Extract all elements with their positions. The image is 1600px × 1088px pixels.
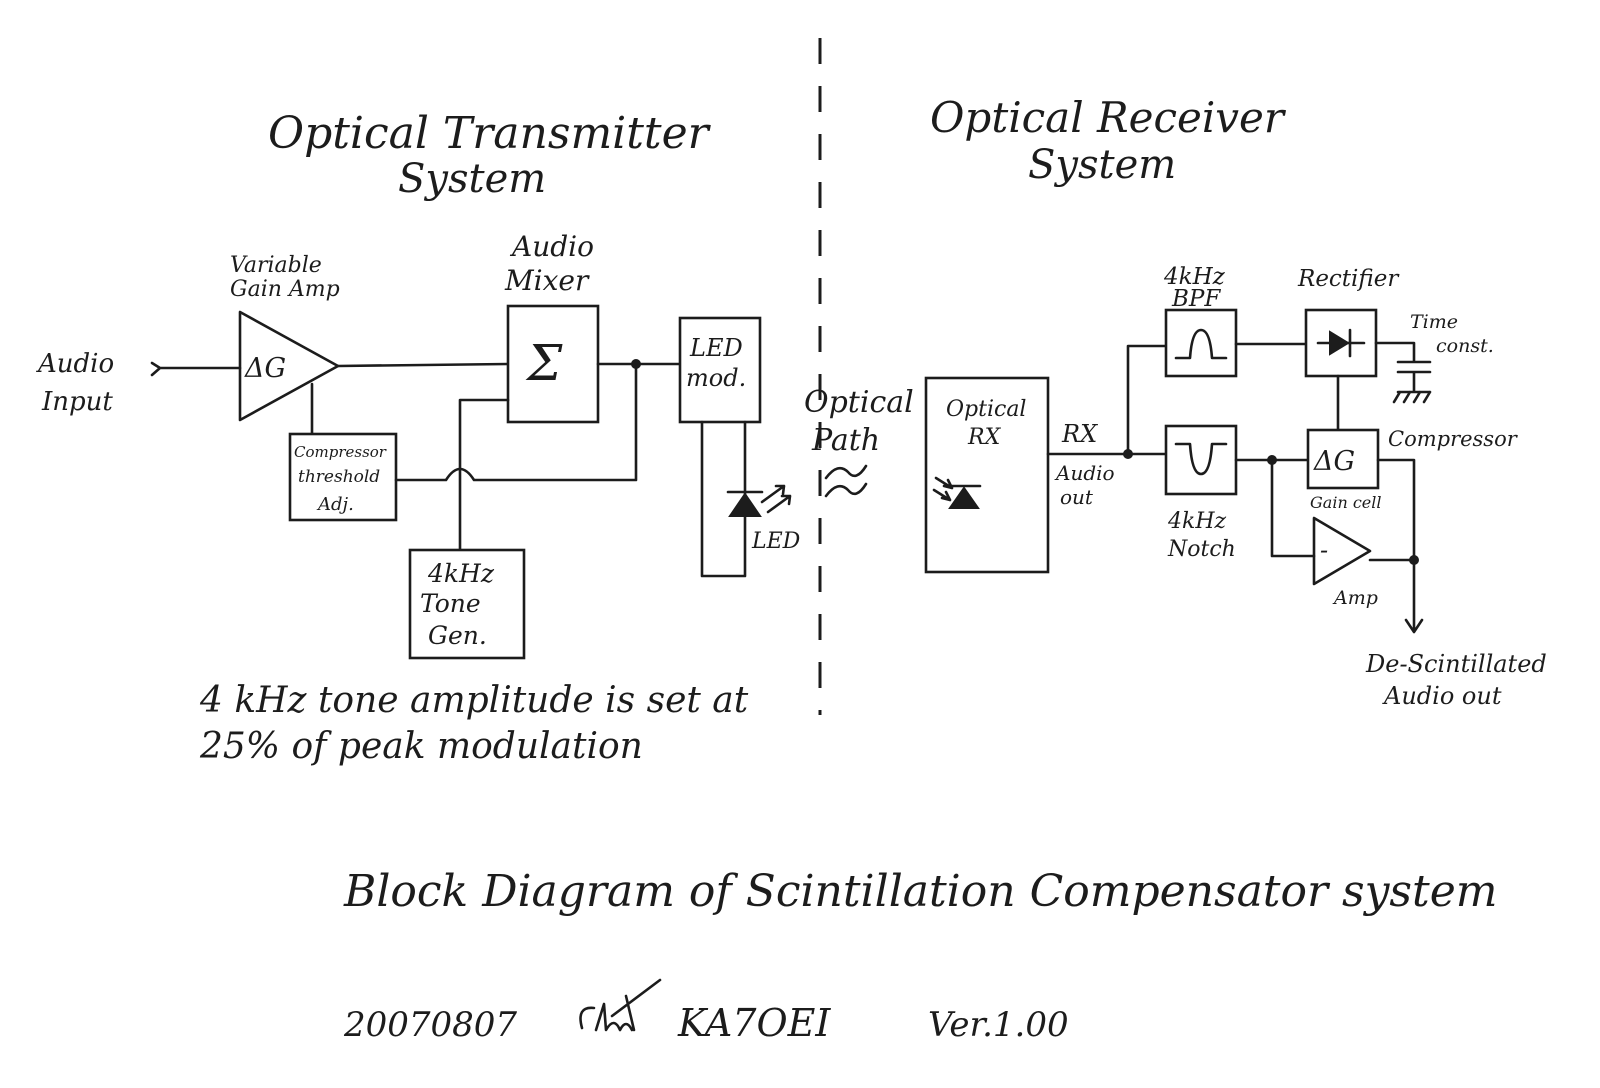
output-label-2: Audio out bbox=[1382, 682, 1502, 710]
output-arrow bbox=[1404, 558, 1424, 634]
photodiode-icon bbox=[948, 486, 980, 509]
footer-version: Ver.1.00 bbox=[928, 1005, 1069, 1045]
tone-note: 4 kHz tone amplitude is set at bbox=[199, 680, 749, 721]
receiver-compressor-label: Compressor bbox=[1388, 427, 1519, 451]
audio-mixer-box bbox=[506, 304, 600, 424]
optical-path-label-2: Path bbox=[811, 423, 880, 458]
variable-gain-amp-triangle bbox=[238, 310, 340, 422]
led-mod-label-2: mod. bbox=[686, 364, 746, 392]
transmitter-title: Optical Transmitter bbox=[268, 108, 712, 159]
mixer-symbol: Σ bbox=[525, 334, 563, 392]
amp-triangle bbox=[1312, 516, 1372, 586]
junction-dot bbox=[631, 359, 641, 369]
optical-rx-box bbox=[924, 376, 1050, 574]
bpf-box bbox=[1164, 308, 1238, 378]
bpf-label-2: BPF bbox=[1171, 286, 1221, 312]
gaincell-output-line bbox=[1376, 458, 1416, 562]
rx-label: RX bbox=[1061, 420, 1098, 448]
tone-gen-label: 4kHz bbox=[427, 559, 495, 588]
bpf-response-icon bbox=[1174, 328, 1228, 360]
optical-wave-icon bbox=[824, 464, 868, 498]
compressor-sense-line bbox=[394, 362, 638, 482]
tone-to-mixer-line bbox=[458, 398, 510, 552]
notch-response-icon bbox=[1174, 442, 1228, 476]
audio-input-label: Audio bbox=[36, 349, 114, 379]
led-mod-box bbox=[678, 316, 762, 424]
amp-label: Amp bbox=[1332, 587, 1378, 609]
optical-rx-label-2: RX bbox=[967, 425, 1002, 450]
mixer-label: Audio bbox=[509, 230, 594, 263]
tone-gen-box bbox=[408, 548, 526, 660]
footer-callsign: KA7OEI bbox=[677, 1001, 831, 1045]
mixer-label-2: Mixer bbox=[504, 264, 590, 297]
notch-box bbox=[1164, 424, 1238, 496]
led-label: LED bbox=[751, 529, 801, 554]
gain-cell-box bbox=[1306, 428, 1380, 490]
vga-to-mixer-line bbox=[336, 362, 510, 368]
tone-note-2: 25% of peak modulation bbox=[199, 726, 643, 767]
compressor-label: Compressor bbox=[294, 443, 387, 461]
notch-label: 4kHz bbox=[1167, 509, 1227, 534]
led-mod-label: LED bbox=[689, 334, 743, 362]
tone-gen-label-3: Gen. bbox=[428, 621, 487, 650]
compressor-threshold-box bbox=[288, 432, 398, 522]
vga-label: Variable bbox=[230, 253, 322, 278]
gain-cell-label: Gain cell bbox=[1310, 493, 1382, 512]
diagram-caption: Block Diagram of Scintillation Compensat… bbox=[343, 866, 1497, 917]
vga-symbol: ΔG bbox=[244, 353, 286, 384]
bpf-label: 4kHz bbox=[1163, 264, 1226, 290]
audio-input-label-2: Input bbox=[41, 387, 113, 417]
compressor-label-3: Adj. bbox=[316, 494, 354, 515]
photodiode-arrows-icon bbox=[932, 476, 954, 502]
receiver-title-system: System bbox=[1028, 142, 1176, 188]
notch-to-amp-line bbox=[1270, 458, 1316, 558]
rx-audio-out-label-2: out bbox=[1060, 485, 1094, 509]
audio-input-line bbox=[150, 361, 242, 377]
optical-rx-label: Optical bbox=[946, 397, 1026, 422]
time-const-label-2: const. bbox=[1436, 335, 1494, 357]
led-diode-icon bbox=[728, 492, 762, 517]
tone-gen-label-2: Tone bbox=[420, 589, 481, 618]
rx-audio-out-label: Audio bbox=[1054, 461, 1115, 485]
led-emission-arrows-icon bbox=[760, 484, 792, 514]
transmitter-title-system: System bbox=[398, 156, 546, 202]
time-const-label: Time bbox=[1410, 311, 1458, 333]
led-loop-wire bbox=[700, 420, 747, 578]
optical-path-label: Optical bbox=[804, 385, 914, 420]
amp-symbol: - bbox=[1320, 536, 1328, 564]
time-constant-capacitor-icon bbox=[1374, 341, 1432, 404]
rx-to-bpf-line bbox=[1126, 344, 1168, 456]
footer-date: 20070807 bbox=[343, 1005, 517, 1045]
receiver-title: Optical Receiver bbox=[930, 93, 1287, 142]
vga-label-2: Gain Amp bbox=[230, 277, 340, 302]
compressor-label-2: threshold bbox=[298, 467, 380, 487]
gain-cell-symbol: ΔG bbox=[1313, 446, 1355, 477]
signature-mark bbox=[579, 978, 662, 1032]
rectifier-label: Rectifier bbox=[1297, 266, 1400, 292]
output-label: De-Scintillated bbox=[1365, 650, 1547, 678]
notch-label-2: Notch bbox=[1167, 537, 1236, 562]
